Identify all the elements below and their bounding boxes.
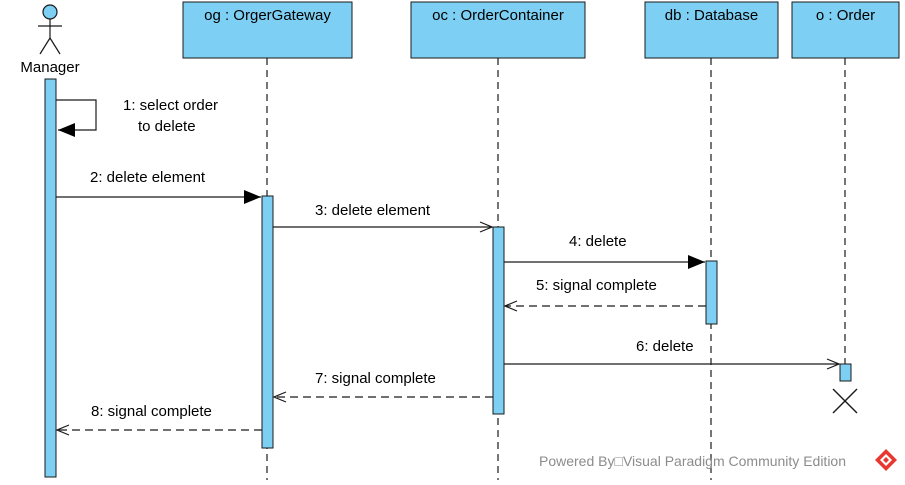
lifeline-og[interactable]: og : OrgerGateway xyxy=(182,1,353,480)
message-1[interactable]: 1: select order to delete xyxy=(56,97,218,137)
visual-paradigm-logo-icon xyxy=(875,449,897,471)
message-7[interactable]: 7: signal complete xyxy=(274,370,493,397)
actor-left-leg xyxy=(39,37,51,55)
activation-o xyxy=(839,363,852,382)
lifeline-db-label: db : Database xyxy=(665,7,758,24)
lifeline-o-header xyxy=(791,1,900,59)
message-3[interactable]: 3: delete element xyxy=(273,202,492,227)
actor-right-leg xyxy=(49,37,61,55)
message-1-label-line1: 1: select order xyxy=(123,97,218,114)
message-1-label-line2: to delete xyxy=(138,118,196,135)
actor-label: Manager xyxy=(20,59,79,76)
lifeline-o[interactable]: o : Order xyxy=(791,1,900,414)
message-8[interactable]: 8: signal complete xyxy=(57,403,262,430)
lifeline-db-header xyxy=(644,1,779,59)
actor-head-icon xyxy=(42,4,58,20)
message-8-label: 8: signal complete xyxy=(91,403,212,420)
lifeline-db[interactable]: db : Database xyxy=(644,1,779,480)
lifeline-og-label: og : OrgerGateway xyxy=(204,7,331,24)
activation-db xyxy=(705,260,718,325)
message-7-label: 7: signal complete xyxy=(315,370,436,387)
message-4[interactable]: 4: delete xyxy=(504,233,705,269)
message-5-label: 5: signal complete xyxy=(536,277,657,294)
message-2[interactable]: 2: delete element xyxy=(56,169,261,204)
lifeline-oc-label: oc : OrderContainer xyxy=(432,7,564,24)
lifeline-oc-header xyxy=(410,1,586,59)
actor-manager[interactable]: Manager xyxy=(20,4,80,76)
activation-og xyxy=(261,195,274,449)
watermark-text: Powered By□Visual Paradigm Community Edi… xyxy=(539,453,846,469)
message-6[interactable]: 6: delete xyxy=(504,338,839,364)
lifeline-oc[interactable]: oc : OrderContainer xyxy=(410,1,586,480)
message-3-label: 3: delete element xyxy=(315,202,431,219)
activation-oc xyxy=(492,226,505,415)
lifeline-og-header xyxy=(182,1,353,59)
message-2-label: 2: delete element xyxy=(90,169,206,186)
message-6-label: 6: delete xyxy=(636,338,694,355)
destroy-x-icon xyxy=(832,388,858,414)
activation-manager xyxy=(44,78,57,478)
message-5[interactable]: 5: signal complete xyxy=(505,277,706,306)
message-1-line xyxy=(56,99,97,137)
lifeline-o-label: o : Order xyxy=(816,7,875,24)
message-4-label: 4: delete xyxy=(569,233,627,250)
watermark: Powered By□Visual Paradigm Community Edi… xyxy=(539,449,897,471)
